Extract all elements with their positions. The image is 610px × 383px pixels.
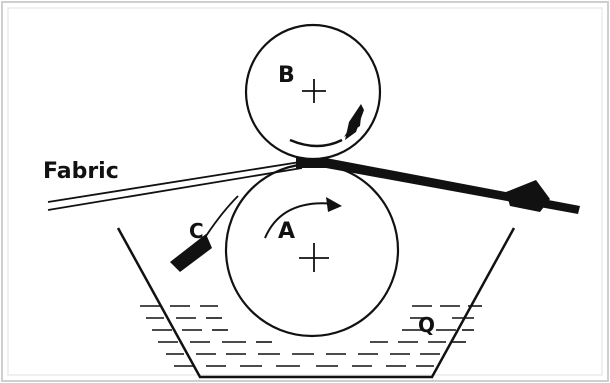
doctor-blade-label: C	[189, 219, 204, 243]
trough	[116, 227, 516, 379]
roller-a-label: A	[278, 219, 295, 244]
fabric-incoming	[47, 161, 303, 211]
liquor-label: Q	[418, 313, 435, 337]
liquor-surface	[140, 305, 482, 367]
frame-inner-border	[7, 7, 603, 376]
roller-a-center-mark	[299, 243, 329, 272]
roller-b-rotation-arrow	[289, 138, 343, 148]
roller-b-arrow-blade	[345, 104, 364, 140]
roller-a-rotation-arrow	[264, 202, 337, 239]
fabric-direction-arrowhead	[506, 180, 550, 212]
roller-b	[244, 23, 382, 161]
doctor-blade	[170, 234, 212, 272]
roller-a	[224, 162, 400, 338]
roller-b-label: B	[278, 63, 295, 88]
roller-a-arrowhead	[326, 197, 342, 212]
roller-b-center-mark	[302, 79, 326, 103]
fabric-label: Fabric	[43, 159, 119, 184]
doctor-blade-link	[205, 195, 239, 237]
